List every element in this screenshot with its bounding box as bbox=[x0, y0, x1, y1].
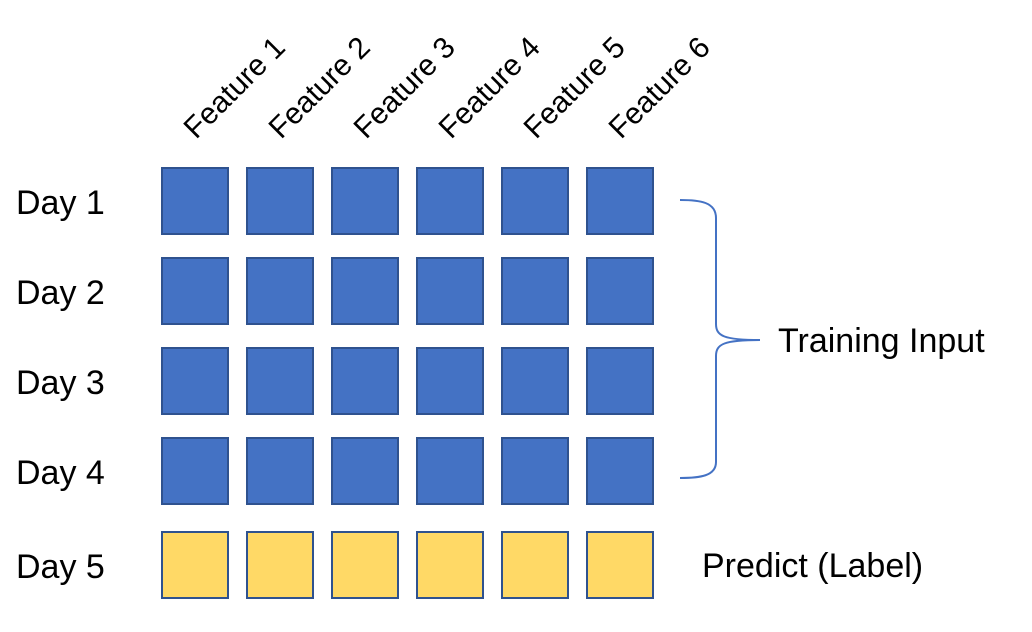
predict-cell-r5-c3 bbox=[331, 531, 399, 599]
training-cell-r4-c1 bbox=[161, 437, 229, 505]
training-cell-r4-c5 bbox=[501, 437, 569, 505]
training-cell-r4-c6 bbox=[586, 437, 654, 505]
predict-cell-r5-c4 bbox=[416, 531, 484, 599]
training-cell-r4-c4 bbox=[416, 437, 484, 505]
training-cell-r1-c3 bbox=[331, 167, 399, 235]
training-cell-r3-c2 bbox=[246, 347, 314, 415]
day-label-2: Day 2 bbox=[16, 274, 105, 312]
predict-label: Predict (Label) bbox=[702, 547, 923, 585]
training-cell-r3-c3 bbox=[331, 347, 399, 415]
training-cell-r1-c6 bbox=[586, 167, 654, 235]
day-labels: Day 1 Day 2 Day 3 Day 4 Day 5 bbox=[16, 184, 105, 586]
training-cell-r3-c6 bbox=[586, 347, 654, 415]
training-bracket bbox=[679, 199, 761, 479]
predict-cell-r5-c5 bbox=[501, 531, 569, 599]
training-cell-r2-c6 bbox=[586, 257, 654, 325]
training-cell-r1-c4 bbox=[416, 167, 484, 235]
training-cell-r3-c1 bbox=[161, 347, 229, 415]
training-cell-r4-c2 bbox=[246, 437, 314, 505]
training-input-label: Training Input bbox=[778, 322, 985, 360]
day-label-5: Day 5 bbox=[16, 548, 105, 586]
training-cell-r3-c5 bbox=[501, 347, 569, 415]
predict-cell-r5-c2 bbox=[246, 531, 314, 599]
training-cell-r2-c2 bbox=[246, 257, 314, 325]
training-cell-r3-c4 bbox=[416, 347, 484, 415]
training-cell-r2-c4 bbox=[416, 257, 484, 325]
predict-cell-r5-c1 bbox=[161, 531, 229, 599]
training-cell-r2-c5 bbox=[501, 257, 569, 325]
cell-grid bbox=[161, 167, 654, 599]
training-cell-r1-c2 bbox=[246, 167, 314, 235]
day-label-4: Day 4 bbox=[16, 454, 105, 492]
training-cell-r2-c1 bbox=[161, 257, 229, 325]
day-label-1: Day 1 bbox=[16, 184, 105, 222]
training-cell-r1-c1 bbox=[161, 167, 229, 235]
day-label-3: Day 3 bbox=[16, 364, 105, 402]
training-cell-r2-c3 bbox=[331, 257, 399, 325]
training-cell-r1-c5 bbox=[501, 167, 569, 235]
predict-cell-r5-c6 bbox=[586, 531, 654, 599]
training-cell-r4-c3 bbox=[331, 437, 399, 505]
